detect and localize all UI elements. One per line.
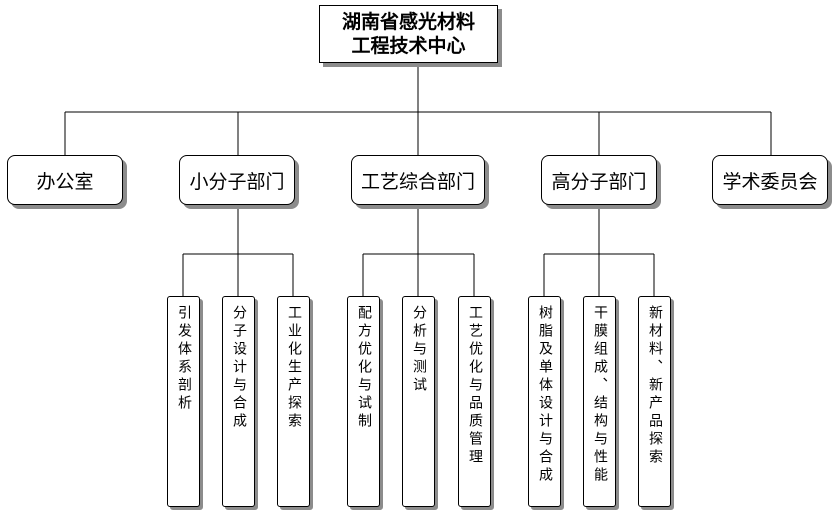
leaf-label-polymer-1: 树脂及单体设计与合成 [537,305,553,485]
dept-label-process: 工艺综合部门 [360,170,475,193]
dept-node-academic: 学术委员会 [712,155,828,205]
root-node: 湖南省感光材料 工程技术中心 [319,5,498,63]
leaf-label-small-3: 工业化生产探索 [286,305,302,431]
leaf-node-small-1: 引发体系剖析 [167,296,200,507]
leaf-node-polymer-3: 新材料、新产品探索 [638,296,671,507]
dept-node-office: 办公室 [7,155,123,205]
leaf-label-polymer-2: 干膜组成、结构与性能 [592,305,608,485]
dept-node-small-molecule: 小分子部门 [179,155,295,205]
leaf-node-process-1: 配方优化与试制 [347,296,380,507]
leaf-node-process-2: 分析与测试 [402,296,435,507]
root-title-line-2: 工程技术中心 [351,35,466,57]
leaf-node-process-3: 工艺优化与品质管理 [458,296,491,507]
leaf-node-small-3: 工业化生产探索 [277,296,310,507]
dept-node-process: 工艺综合部门 [351,155,485,205]
dept-node-polymer: 高分子部门 [541,155,657,205]
dept-label-academic: 学术委员会 [722,170,818,193]
dept-label-office: 办公室 [36,170,94,193]
leaf-label-process-1: 配方优化与试制 [356,305,372,431]
leaf-label-small-1: 引发体系剖析 [176,305,192,413]
leaf-node-polymer-2: 干膜组成、结构与性能 [583,296,616,507]
leaf-label-small-2: 分子设计与合成 [231,305,247,431]
leaf-label-process-3: 工艺优化与品质管理 [467,305,483,467]
leaf-label-polymer-3: 新材料、新产品探索 [647,305,663,467]
root-title-line-1: 湖南省感光材料 [341,11,475,33]
dept-label-polymer: 高分子部门 [551,170,647,193]
leaf-node-polymer-1: 树脂及单体设计与合成 [528,296,561,507]
dept-label-small-molecule: 小分子部门 [189,170,285,193]
leaf-node-small-2: 分子设计与合成 [222,296,255,507]
leaf-label-process-2: 分析与测试 [411,305,427,395]
